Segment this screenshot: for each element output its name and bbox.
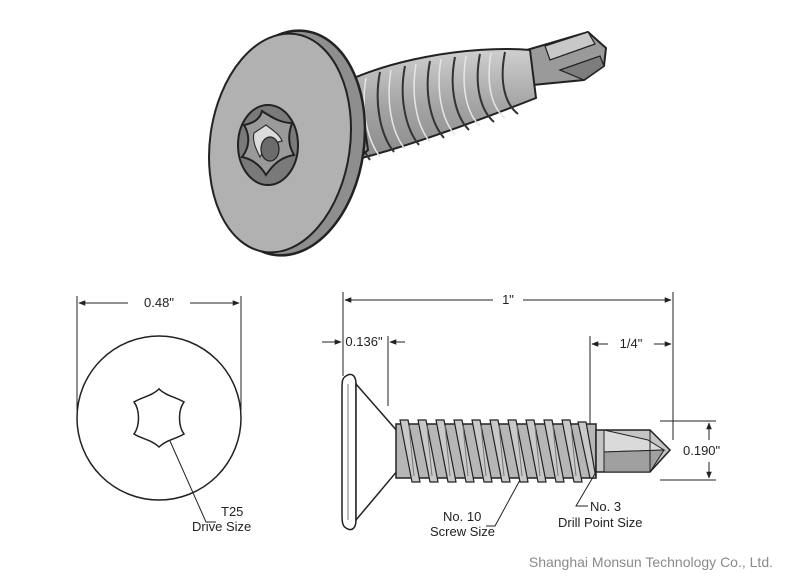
drive-leader-line (169, 440, 216, 523)
drive-callout-line2: Drive Size (192, 519, 251, 534)
screw-callout-line2: Screw Size (430, 524, 495, 539)
head-top-view: 0.48" T25 Drive Size (76, 295, 251, 534)
head-3d (208, 29, 367, 257)
torx-recess-3d (237, 104, 299, 186)
screw-side-view: 1" 0.136" 1/4" 0.190" (322, 292, 721, 539)
drill-leader-line (575, 471, 597, 507)
screw-callout-line1: No. 10 (443, 509, 481, 524)
drill-point (595, 429, 672, 473)
drill-callout-line2: Drill Point Size (558, 515, 643, 530)
countersink-profile (355, 382, 399, 523)
drill-length-label: 1/4" (620, 336, 643, 351)
screw-leader-line (486, 479, 521, 527)
drill-callout-line1: No. 3 (590, 499, 621, 514)
company-watermark: Shanghai Monsun Technology Co., Ltd. (529, 554, 773, 570)
thread-shank (395, 419, 597, 483)
drive-callout-line1: T25 (221, 504, 243, 519)
head-diameter-label: 0.48" (144, 295, 174, 310)
head-thickness-label: 0.136" (345, 334, 383, 349)
drill-diameter-label: 0.190" (683, 443, 721, 458)
thread-body-3d (328, 48, 538, 164)
overall-length-label: 1" (502, 292, 514, 307)
screw-3d-render (208, 29, 608, 257)
head-profile (341, 373, 357, 531)
torx-drive-outline (132, 387, 186, 449)
